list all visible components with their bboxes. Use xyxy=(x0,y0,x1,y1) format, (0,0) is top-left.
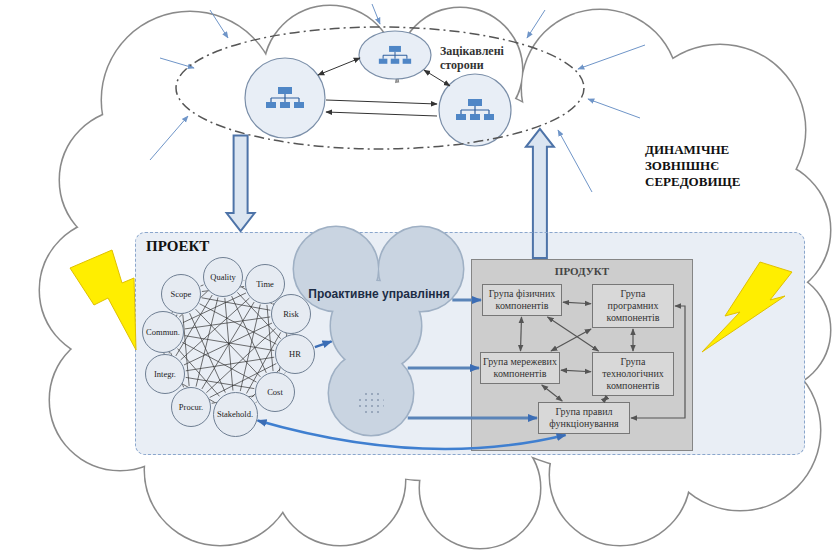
connector xyxy=(227,136,255,232)
connector xyxy=(548,317,599,351)
project-region-fill xyxy=(135,232,805,455)
connector xyxy=(563,302,591,304)
component-group-box: Група правил функціонування xyxy=(538,402,630,434)
node-label: Stakehold. xyxy=(217,409,253,419)
connector xyxy=(631,306,685,418)
connector xyxy=(258,421,566,449)
node-label: Група фізичних компонентів xyxy=(485,288,559,312)
node-label: Група програмних компонентів xyxy=(595,288,671,324)
node-label: Procur. xyxy=(179,402,203,412)
component-group-box: Група програмних компонентів xyxy=(592,284,674,328)
knowledge-area-circle: Risk xyxy=(271,294,311,334)
project-region: ПРОЕКТ Scope QualityTimeRiskHR CostStakehol… xyxy=(135,232,805,455)
knowledge-area-circle: Procur. xyxy=(171,387,211,427)
connector xyxy=(408,417,537,420)
node-label: Risk xyxy=(283,309,299,319)
connector xyxy=(196,309,261,377)
stakeholder-arrows xyxy=(318,58,450,116)
node-label: Commun. xyxy=(146,327,180,337)
ellipse-outline xyxy=(175,26,585,150)
connector xyxy=(185,317,270,329)
connector xyxy=(196,297,218,386)
connector xyxy=(256,402,257,404)
proactive-spinner: Проактивне управління xyxy=(291,223,467,439)
node-label: Група мережевих компонентів xyxy=(483,356,557,380)
lightning-bolt xyxy=(702,262,792,352)
knowledge-area-circle: Commun. xyxy=(142,311,184,353)
connector xyxy=(186,357,274,371)
cloud-outline xyxy=(40,6,830,548)
connector xyxy=(408,367,479,370)
connector xyxy=(526,129,554,258)
node-label: ПРОЕКТ xyxy=(146,238,209,255)
connector xyxy=(551,329,591,351)
node-label: HR xyxy=(289,349,301,359)
knowledge-area-circle: Scope xyxy=(161,274,201,314)
connector xyxy=(202,302,254,389)
node-label: ПРОДУКТ xyxy=(472,265,692,278)
knowledge-area-circle: Quality xyxy=(203,257,243,297)
connector xyxy=(240,304,260,391)
knowledge-area-circle: HR xyxy=(275,334,315,374)
connector xyxy=(603,397,607,401)
lightning-bolt xyxy=(70,250,136,350)
connector xyxy=(561,370,591,372)
knowledge-area-circle: Integr. xyxy=(145,354,185,394)
node-label: Time xyxy=(256,279,274,289)
product-box: ПРОДУКТГрупа фізичних компонентівГрупа п… xyxy=(471,259,693,451)
connector xyxy=(200,304,277,344)
node-label: Quality xyxy=(210,272,236,282)
connector xyxy=(182,342,256,382)
node-label: Scope xyxy=(171,289,192,299)
connector xyxy=(185,336,275,351)
connector xyxy=(452,299,481,302)
node-label: Cost xyxy=(267,387,283,397)
component-group-box: Група технологічних компонентів xyxy=(592,352,674,396)
connector xyxy=(521,317,522,351)
component-group-box: Група фізичних компонентів xyxy=(482,284,562,316)
node-label: Група технологічних компонентів xyxy=(595,356,671,392)
connector xyxy=(184,323,272,365)
stakeholder-ellipse: Зацікавлені сторони xyxy=(175,26,585,150)
node-label: Група правил функціонування xyxy=(541,406,627,430)
environment-label: ДИНАМІЧНЕ ЗОВНІШНЄ СЕРЕДОВИЩЕ xyxy=(645,142,760,190)
connector xyxy=(632,329,633,351)
component-group-box: Група мережевих компонентів xyxy=(480,352,560,384)
environment-arrows xyxy=(150,4,645,192)
node-label: Integr. xyxy=(154,369,176,379)
knowledge-area-circle: Cost xyxy=(255,372,295,412)
connector xyxy=(542,385,562,401)
connector xyxy=(190,313,226,392)
connector xyxy=(315,341,332,347)
node-label: Проактивне управління xyxy=(291,287,467,301)
connector xyxy=(200,285,203,286)
spinner-outline xyxy=(291,223,467,439)
node-label: Зацікавлені сторони xyxy=(440,44,524,72)
connector xyxy=(211,410,212,411)
knowledge-area-circle: Stakehold. xyxy=(213,392,258,437)
connector xyxy=(232,296,267,373)
connector xyxy=(225,298,233,391)
